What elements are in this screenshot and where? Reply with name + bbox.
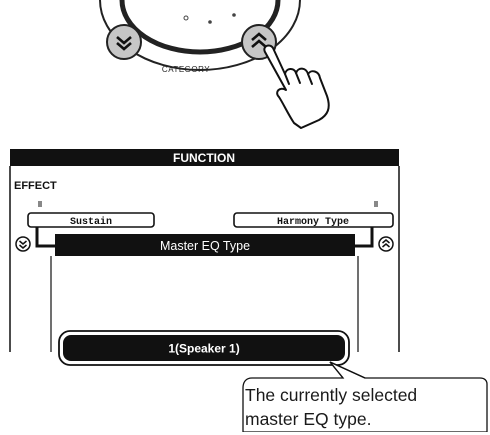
callout-bottom-mask xyxy=(242,432,490,435)
double-chevron-up-icon xyxy=(251,32,267,48)
master-eq-title: Master EQ Type xyxy=(160,239,250,253)
dial-dot xyxy=(208,20,212,24)
right-item-scroll-marks xyxy=(374,201,378,207)
right-bracket-connector xyxy=(355,227,374,248)
lcd-header-bar xyxy=(10,149,399,166)
dial-dot xyxy=(183,15,189,21)
callout-line-1: The currently selected xyxy=(245,385,418,405)
function-item-harmony-type-label: Harmony Type xyxy=(277,217,349,228)
function-item-harmony-type xyxy=(233,212,394,228)
function-item-sustain xyxy=(27,212,155,228)
category-decrement-button[interactable] xyxy=(106,24,142,60)
callout-line-2: master EQ type. xyxy=(245,409,372,429)
lcd-header-title: FUNCTION xyxy=(173,151,235,165)
callout-bubble xyxy=(242,361,488,433)
left-item-scroll-marks xyxy=(38,201,42,207)
lcd-decrement-indicator xyxy=(15,236,31,252)
double-chevron-down-icon xyxy=(116,36,132,51)
category-label: CATEGORY xyxy=(162,65,210,74)
lcd-display: FUNCTION EFFECT Sustain Harmony Type xyxy=(9,149,400,366)
selected-value-box xyxy=(63,335,345,361)
callout-pointer xyxy=(329,361,344,379)
callout-pointer xyxy=(329,361,366,379)
pressing-hand-icon xyxy=(263,44,330,129)
dial-inner-ring xyxy=(119,0,281,55)
lcd-increment-indicator xyxy=(378,236,394,252)
dial-dot xyxy=(232,13,236,17)
function-item-sustain-label: Sustain xyxy=(70,216,112,228)
master-eq-title-bar xyxy=(55,234,355,256)
lcd-section-title: EFFECT xyxy=(14,180,57,192)
left-bracket-connector xyxy=(35,227,55,248)
display-crop-cover xyxy=(0,370,244,435)
callout-text: The currently selected master EQ type. xyxy=(245,383,417,431)
selected-value-label: 1(Speaker 1) xyxy=(168,342,239,356)
